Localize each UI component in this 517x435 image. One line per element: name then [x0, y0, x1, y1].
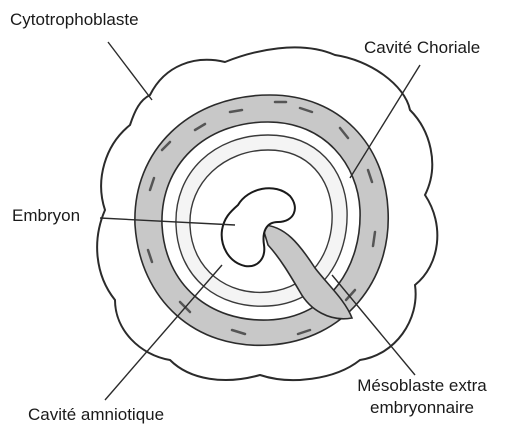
label-cytotrophoblaste: Cytotrophoblaste — [10, 10, 139, 30]
label-cavite-amniotique: Cavité amniotique — [28, 405, 164, 425]
label-mesoblaste-line1: Mésoblaste extra — [357, 376, 486, 396]
label-mesoblaste-line2: embryonnaire — [370, 398, 474, 418]
label-embryon: Embryon — [12, 206, 80, 226]
leader-cytotrophoblaste — [108, 42, 152, 100]
label-cavite-choriale: Cavité Choriale — [364, 38, 480, 58]
